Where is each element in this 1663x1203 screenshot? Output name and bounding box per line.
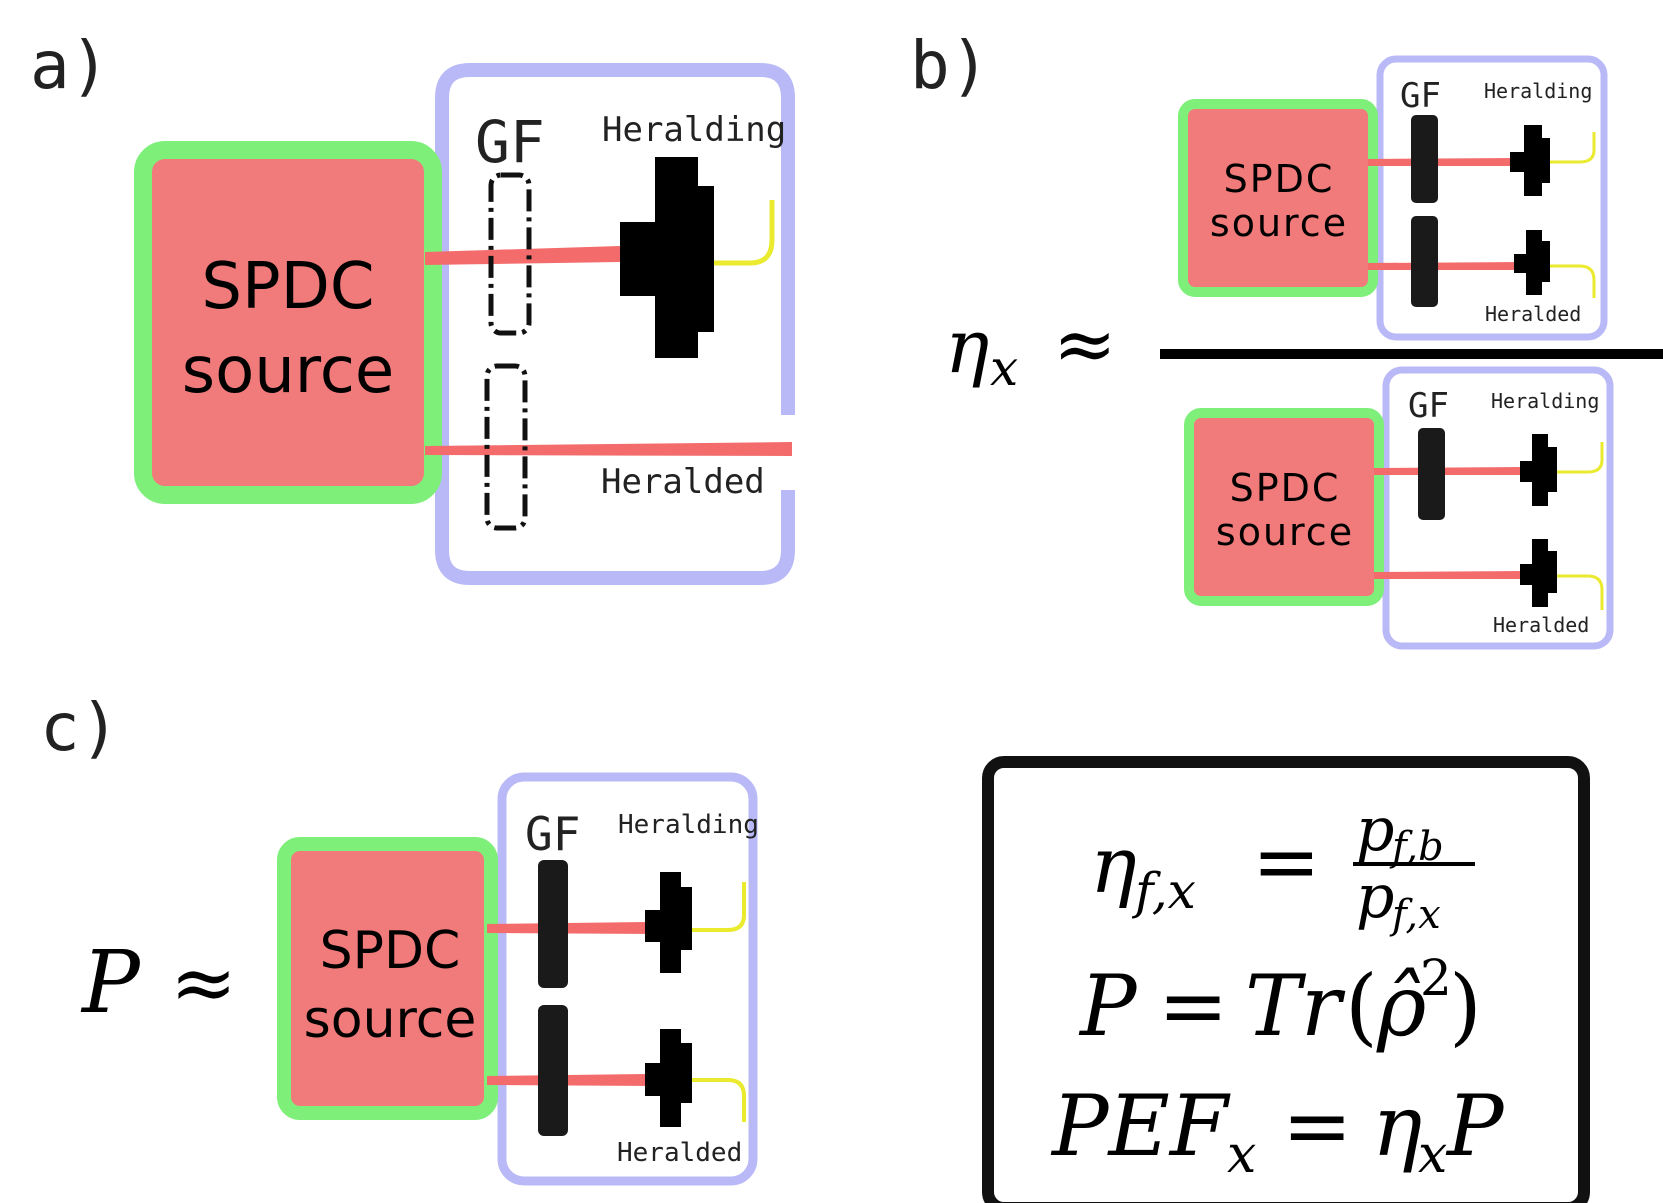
eq2-close-paren: ) [1449,957,1482,1055]
eq2-square: 2 [1420,949,1452,1007]
source-label-bottom: source [1216,510,1354,554]
eq2-p: P [1078,957,1138,1055]
heralded-label-top: Heralded [1485,302,1581,326]
filter-bottom-dashed [484,363,528,531]
panel-c-label: c) [40,689,119,766]
heralding-beam-top [1368,158,1518,166]
eq1-denominator: p [1356,862,1394,932]
eq1-numerator: p [1356,795,1394,865]
heralding-label-bottom: Heralding [1491,389,1599,413]
eq1-equals: = [1252,815,1321,910]
filter-top-2 [1411,216,1438,307]
fiber-top-2 [1550,264,1596,298]
setup-bottom: SPDC source GF Heralding Heralded [1184,366,1614,650]
eta-symbol: η [945,304,989,390]
panel-a-label: a) [30,27,109,104]
heralded-beam-bottom [1374,571,1525,579]
spdc-label: SPDC [201,250,374,324]
source-label: source [182,334,395,408]
detector-icon [620,157,714,358]
eq2-equals: = [1158,957,1228,1055]
spdc-source-box [134,141,442,504]
eq3-pef: PEF [1050,1077,1231,1175]
detection-box-c [497,772,758,1186]
detector-icon-c-2 [645,1029,692,1127]
heralding-beam [425,246,620,265]
eq3-p: P [1445,1077,1505,1175]
heralded-label-c: Heralded [617,1138,742,1168]
filter-top-1 [1411,115,1438,203]
fiber-bottom-2 [1557,574,1604,610]
eq3-pef-sub: x [1227,1125,1256,1185]
gf-label-c: GF [525,807,580,861]
spdc-label-c: SPDC [320,921,461,981]
panel-c: c) P ≈ SPDC source GF Heralding Heralded [40,689,759,1186]
approx-symbol-c: ≈ [170,936,237,1029]
setup-top: SPDC source GF Heralding Heralded [1178,55,1608,341]
heralding-label: Heralding [602,110,786,150]
fiber-cable [714,200,775,266]
formula-frame [982,756,1590,1203]
fraction-bar [1160,349,1663,359]
heralding-beam-bottom [1374,467,1525,475]
spdc-source-box-c [277,837,498,1120]
heralded-beam [425,442,792,456]
eq1-fraction-bar [1353,862,1475,866]
panel-b-label: b) [910,27,989,104]
spdc-source-box-top [1178,99,1378,297]
p-symbol: P [80,933,142,1033]
eq2-rho: ρ̂ [1376,957,1426,1055]
equation-efficiency: η f,x = p f,b p f,x [1090,795,1475,938]
detector-icon-bottom-1 [1520,434,1557,506]
eq3-equals: = [1282,1077,1352,1175]
panel-b: b) η x ≈ SPDC source GF Heralding Herald… [910,27,1663,650]
detector-icon-top-2 [1514,230,1550,295]
fiber-c-1 [692,882,746,932]
source-label-c: source [304,990,477,1050]
heralding-beam-c [487,922,650,934]
fiber-top-1 [1550,132,1596,164]
gf-label: GF [475,108,545,176]
eq2-trace: Tr [1245,957,1346,1055]
detector-icon-top-1 [1510,125,1550,196]
heralded-beam-top [1368,262,1526,270]
heralded-label: Heralded [601,462,765,502]
detector-icon-c-1 [645,872,692,973]
approx-symbol-b: ≈ [1053,299,1117,388]
detection-box-bottom [1382,366,1614,650]
eq2-open-paren: ( [1345,957,1378,1055]
source-label-top: source [1210,201,1348,245]
heralded-label-bottom: Heralded [1493,613,1589,637]
detector-icon-bottom-2 [1520,539,1557,607]
heralding-label-top: Heralding [1484,79,1592,103]
spdc-label-bottom: SPDC [1230,466,1341,510]
equation-purity: P = Tr ( ρ̂ 2 ) [1078,949,1482,1055]
heralding-label-c: Heralding [618,810,759,840]
eta-subscript: x [990,339,1018,397]
spdc-source-box-bottom [1184,408,1384,606]
eq3-eta: η [1372,1077,1422,1175]
heralded-beam-c [487,1074,650,1086]
filter-top-dashed [488,172,532,336]
equation-pef: PEF x = η x P [1050,1077,1505,1185]
eq1-denominator-sub: f,x [1389,892,1441,938]
eq1-eta-sub: f,x [1131,862,1196,920]
filter-bottom-1 [1418,428,1445,520]
fiber-bottom-1 [1557,442,1604,474]
filter-c-2 [538,1005,568,1136]
fiber-c-2 [692,1078,746,1122]
spdc-label-top: SPDC [1224,157,1335,201]
formula-box: η f,x = p f,b p f,x P = Tr ( ρ̂ 2 ) PEF … [982,756,1590,1203]
eq3-eta-sub: x [1418,1125,1447,1185]
panel-a: a) SPDC source GF Heralding Heralded [30,27,795,585]
eq1-eta: η [1090,821,1137,911]
gf-label-bottom: GF [1408,386,1449,426]
filter-c-1 [538,860,568,988]
gf-label-top: GF [1400,76,1441,116]
detection-box-top [1376,55,1608,341]
